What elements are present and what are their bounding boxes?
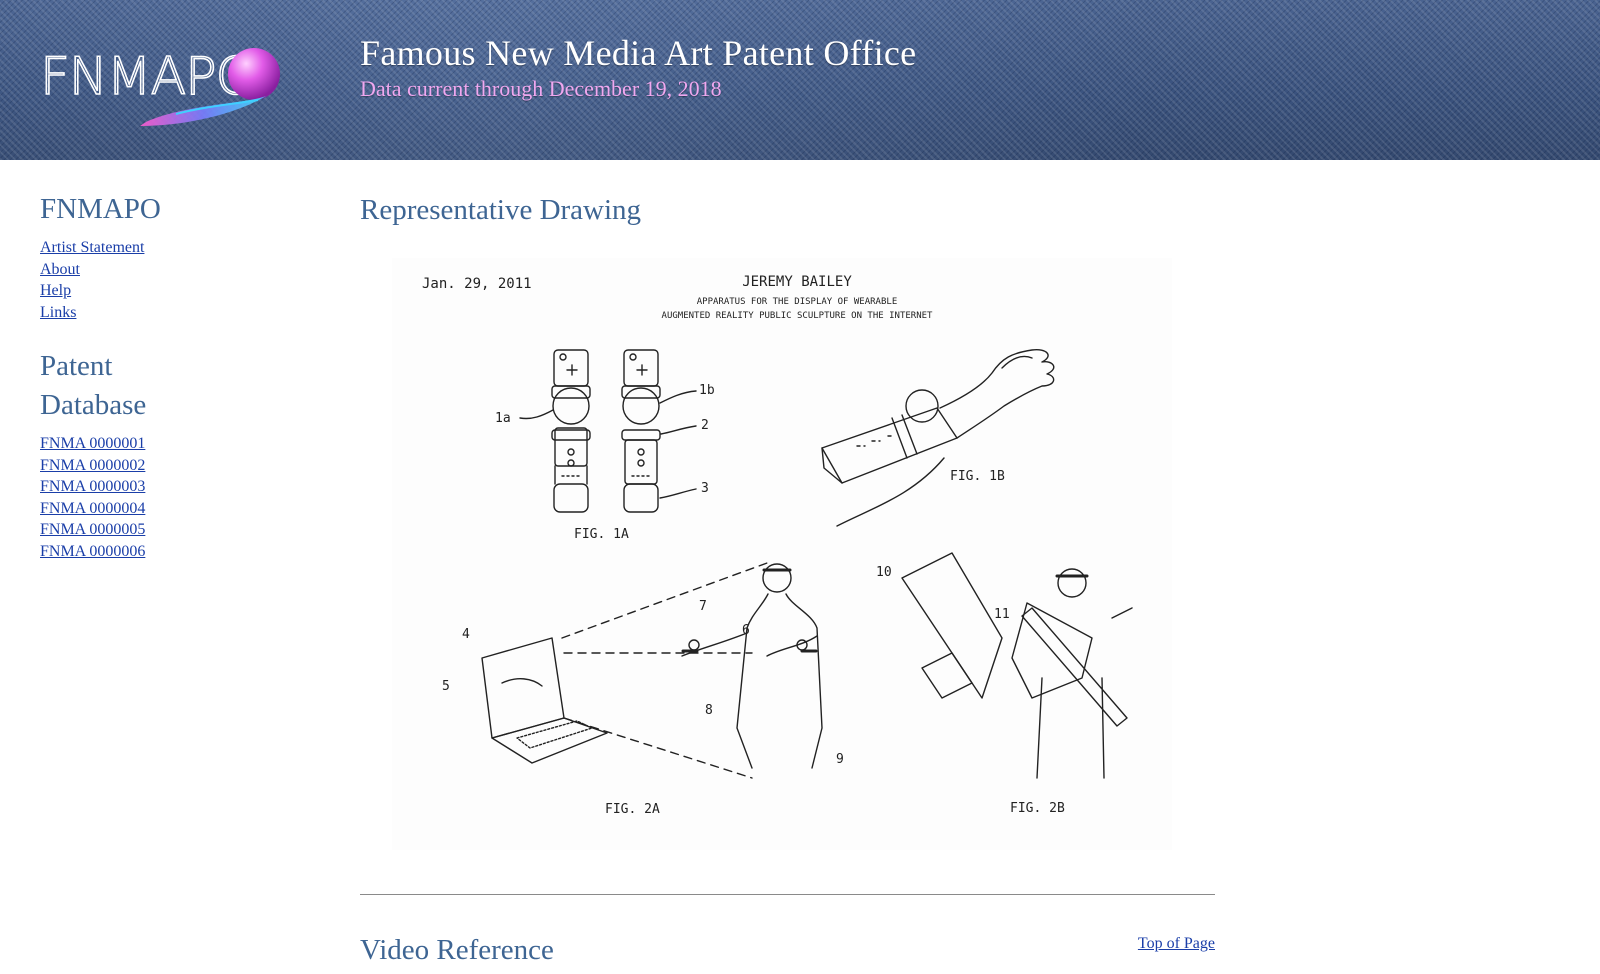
drawing-author: JEREMY BAILEY — [742, 274, 852, 290]
drawing-title-line2: AUGMENTED REALITY PUBLIC SCULPTURE ON TH… — [662, 311, 934, 321]
patent-link[interactable]: FNMA 0000003 — [40, 478, 146, 495]
patent-link[interactable]: FNMA 0000004 — [40, 499, 146, 517]
logo-sphere — [228, 48, 280, 100]
site-header: FNMAPO Famous New Media Art Patent Offic… — [0, 0, 1600, 160]
logo-wordmark: FNMAPO — [40, 47, 256, 107]
fig-2a-illustration — [481, 562, 823, 779]
ref-label-1a: 1a — [495, 411, 511, 426]
fig-1b-label: FIG. 1B — [950, 469, 1005, 484]
ref-label-9: 9 — [836, 752, 844, 767]
ref-label-1b: 1b — [699, 383, 715, 398]
ref-label-7: 7 — [699, 599, 707, 614]
video-reference-heading: Video Reference — [360, 934, 554, 966]
ref-label-5: 5 — [442, 679, 450, 694]
fig-1b-illustration — [821, 348, 1055, 527]
ref-label-3: 3 — [701, 481, 709, 496]
patent-database-heading: Patent Database — [40, 350, 147, 421]
ref-label-11: 11 — [994, 607, 1010, 622]
representative-drawing-heading: Representative Drawing — [360, 194, 642, 226]
data-date-subtitle: Data current through December 19, 2018 — [360, 76, 722, 101]
ref-label-4: 4 — [462, 627, 470, 642]
sidebar-heading: FNMAPO — [40, 193, 161, 225]
section-divider — [360, 894, 1215, 895]
patent-link[interactable]: FNMA 0000001 — [40, 435, 146, 452]
top-of-page-link[interactable]: Top of Page — [1137, 935, 1215, 952]
site-title: Famous New Media Art Patent Office — [360, 33, 917, 73]
patent-link[interactable]: FNMA 0000002 — [40, 456, 146, 474]
ref-label-6: 6 — [742, 623, 750, 638]
fig-1a-label: FIG. 1A — [574, 527, 629, 542]
ref-label-10: 10 — [876, 565, 892, 580]
fig-2a-label: FIG. 2A — [605, 802, 660, 817]
main-content: Representative Drawing Jan. 29, 2011 JER… — [360, 190, 1215, 966]
artist-statement-link[interactable]: Artist Statement — [40, 239, 145, 256]
patent-list: FNMA 0000001 FNMA 0000002 FNMA 0000003 F… — [40, 433, 300, 562]
patent-link[interactable]: FNMA 0000005 — [40, 521, 146, 538]
fig-2b-label: FIG. 2B — [1010, 801, 1065, 816]
site-links: Artist Statement About Help Links — [40, 237, 300, 323]
help-link[interactable]: Help — [40, 282, 72, 299]
fig-1a-illustration — [519, 349, 697, 513]
fig-2b-illustration — [901, 552, 1133, 779]
ref-label-2: 2 — [701, 418, 709, 433]
ref-label-8: 8 — [705, 703, 713, 718]
patent-drawing-svg: Jan. 29, 2011 JEREMY BAILEY APPARATUS FO… — [422, 274, 1133, 817]
about-link[interactable]: About — [40, 260, 80, 278]
patent-link[interactable]: FNMA 0000006 — [40, 542, 146, 560]
links-link[interactable]: Links — [40, 303, 77, 321]
sidebar: FNMAPO Artist Statement About Help Links… — [40, 190, 300, 586]
drawing-date: Jan. 29, 2011 — [422, 276, 532, 292]
patent-drawing: Jan. 29, 2011 JEREMY BAILEY APPARATUS FO… — [392, 258, 1172, 850]
fnmapo-logo[interactable]: FNMAPO — [36, 34, 296, 134]
drawing-title-line1: APPARATUS FOR THE DISPLAY OF WEARABLE — [697, 297, 897, 307]
